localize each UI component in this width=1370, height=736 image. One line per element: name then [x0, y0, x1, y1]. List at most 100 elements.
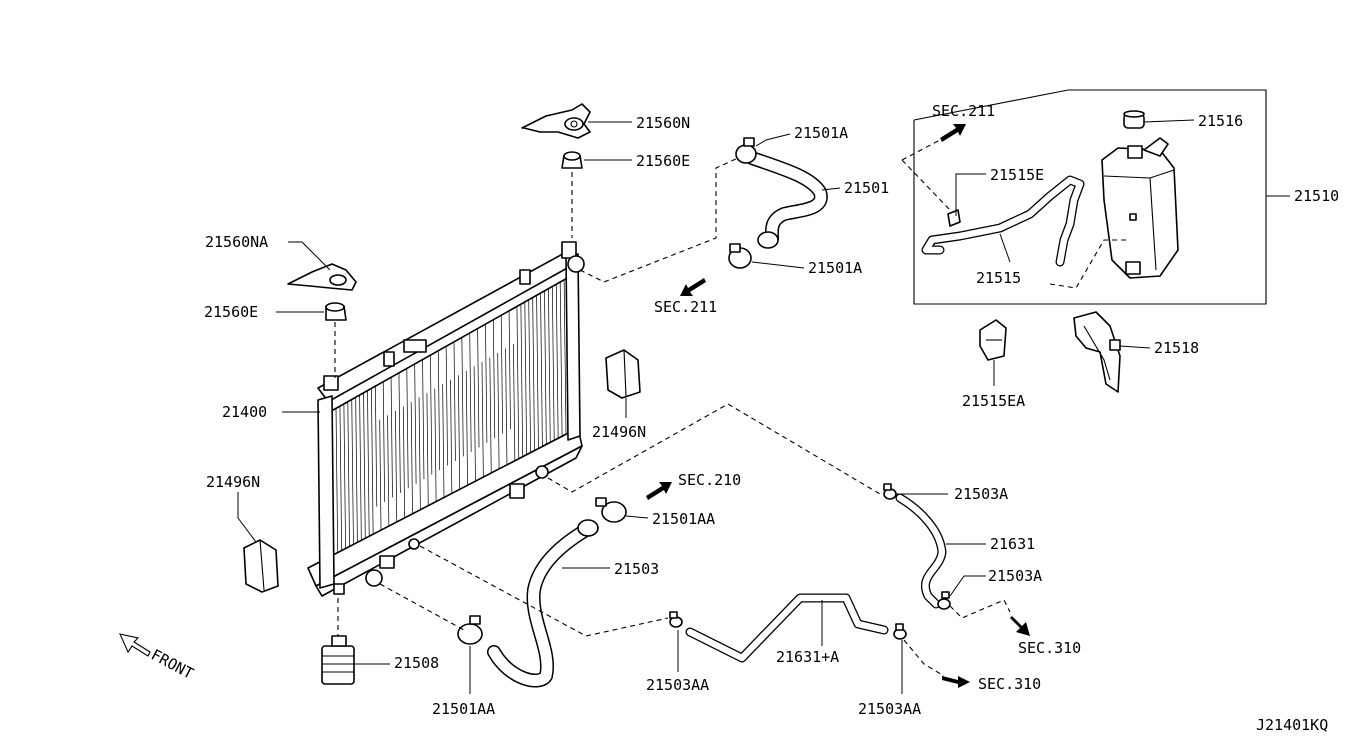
bracket-21518	[1073, 311, 1121, 393]
label-21496N-mid: 21496N	[592, 423, 646, 441]
radiator-fin	[398, 366, 401, 493]
radiator-fin	[469, 326, 472, 452]
radiator-fin	[465, 370, 469, 496]
bracket-21560NA	[287, 263, 357, 291]
label-21501A-top: 21501A	[794, 124, 848, 142]
label-21510: 21510	[1294, 187, 1339, 205]
clamp-21503A-top	[883, 483, 897, 500]
radiator-fin	[516, 300, 520, 466]
clamp-21501A-bottom	[728, 243, 752, 269]
radiator-fin	[481, 361, 484, 487]
radiator-fin	[563, 274, 567, 439]
hose-21631A	[685, 593, 889, 663]
radiator-fin	[505, 348, 508, 473]
radiator-fin	[485, 318, 488, 443]
drain-plug-21508	[321, 635, 355, 685]
radiator-fin	[513, 344, 516, 469]
label-21560E-top: 21560E	[636, 152, 690, 170]
radiator-fin	[370, 381, 374, 552]
radiator-fin	[343, 397, 347, 568]
label-21560N: 21560N	[636, 114, 690, 132]
radiator-fin	[489, 357, 492, 483]
label-21501AA-bottom: 21501AA	[432, 700, 495, 718]
clamp-21503A-bottom	[937, 591, 951, 610]
radiator-fin	[390, 370, 393, 498]
radiator-fin	[355, 390, 358, 561]
radiator-fin	[382, 375, 385, 502]
radiator-fin	[473, 366, 476, 492]
dashed-lines	[334, 139, 1130, 677]
radiator-fin	[395, 410, 398, 538]
label-21631: 21631	[990, 535, 1035, 553]
label-21631A: 21631+A	[776, 648, 839, 666]
radiator-fin	[387, 415, 390, 542]
section-arrows	[646, 124, 1030, 688]
label-21515: 21515	[976, 269, 1021, 287]
clamp-21503AA-right	[893, 623, 907, 640]
section-211-upper: SEC.211	[932, 102, 995, 120]
radiator-fin	[374, 379, 378, 507]
radiator-fin	[339, 399, 343, 570]
radiator-fin	[426, 393, 429, 519]
label-21400: 21400	[222, 403, 267, 421]
label-21560NA: 21560NA	[205, 233, 268, 251]
lower-hose-21503	[487, 519, 599, 688]
radiator-fin	[359, 388, 362, 558]
radiator-fin	[363, 386, 366, 556]
radiator-fin	[406, 362, 409, 489]
clamp-21501AA-bottom	[457, 615, 483, 645]
hose-21515	[921, 175, 1085, 267]
label-21515EA: 21515EA	[962, 392, 1025, 410]
radiator-fin	[540, 287, 543, 453]
radiator-fin	[442, 384, 445, 510]
radiator-fin	[422, 353, 425, 480]
reservoir-group-box	[913, 89, 1267, 305]
cap-21516	[1123, 110, 1145, 129]
radiator-fin	[477, 322, 480, 448]
radiator-fin	[418, 397, 421, 524]
clamp-21501A-top	[735, 137, 757, 164]
radiator-fin	[532, 291, 535, 457]
radiator-fin	[434, 388, 437, 515]
radiator-fin	[500, 309, 503, 434]
radiator-fin	[547, 282, 551, 448]
front-arrow-icon	[119, 633, 151, 657]
section-211-lower: SEC.211	[654, 298, 717, 316]
radiator-fin	[461, 331, 464, 457]
part-labels: 21560N 21560E 21560NA 21560E 21400 21496…	[204, 112, 1339, 718]
seal-21496N-left	[243, 539, 279, 593]
bracket-21560N	[521, 103, 591, 139]
leader-lines	[237, 119, 1290, 694]
radiator-fin	[559, 276, 563, 441]
radiator-fin	[458, 375, 461, 501]
radiator-fin	[555, 278, 559, 443]
label-21560E-left: 21560E	[204, 303, 258, 321]
section-210: SEC.210	[678, 471, 741, 489]
clamp-21503AA-left	[669, 611, 683, 628]
radiator-fin	[453, 335, 456, 461]
label-21503A-top: 21503A	[954, 485, 1008, 503]
radiator-fin	[520, 298, 524, 464]
seal-21496N-mid	[605, 349, 641, 399]
radiator-fin	[402, 406, 406, 533]
radiator-fin	[429, 348, 433, 475]
label-21518: 21518	[1154, 339, 1199, 357]
radiator-fin	[536, 289, 539, 455]
label-21501A-bottom: 21501A	[808, 259, 862, 277]
bushing-21560E-top	[561, 151, 583, 169]
radiator-fin	[497, 353, 500, 478]
upper-hose-21501	[745, 151, 828, 249]
radiator-fin	[450, 379, 453, 506]
radiator-fin	[414, 357, 417, 484]
radiator-fin	[551, 280, 555, 446]
radiator-fin	[437, 344, 441, 471]
radiator-fin	[410, 401, 414, 529]
hose-21631	[895, 493, 947, 609]
label-21508: 21508	[394, 654, 439, 672]
label-21496N-left: 21496N	[206, 473, 260, 491]
clip-21515EA	[979, 319, 1007, 361]
radiator-fin	[524, 296, 528, 462]
front-label: FRONT	[148, 646, 196, 683]
clip-21515E	[947, 209, 961, 227]
